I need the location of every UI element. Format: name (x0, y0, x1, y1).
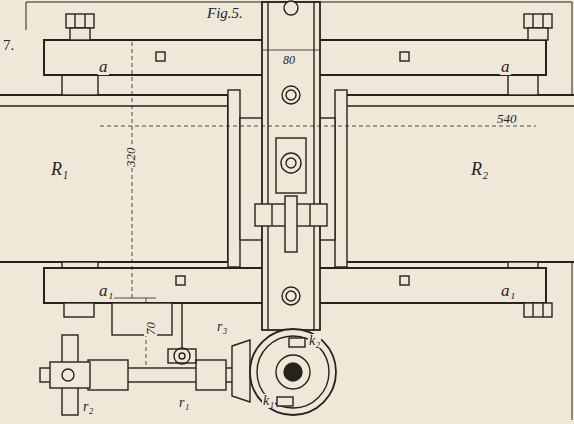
part-label: r₃ (216, 320, 228, 334)
drive-gear (40, 303, 336, 415)
part-label: k₁ (262, 394, 275, 408)
dimension-value: 540 (496, 112, 518, 125)
part-label: a₁ (500, 282, 516, 299)
part-label: r₁ (178, 396, 190, 410)
dimension-value: 320 (124, 147, 137, 169)
part-label: k₂ (308, 334, 321, 348)
dimension-line (100, 42, 536, 366)
part-label: 7. (2, 38, 15, 53)
part-label: R₂ (470, 160, 489, 178)
part-label: a (98, 58, 109, 75)
part-label: R₁ (50, 160, 69, 178)
dimension-value: 80 (282, 54, 296, 66)
bracket (255, 1, 327, 330)
figure-title: Fig.5. (206, 6, 244, 21)
dimension-value: 70 (144, 321, 157, 336)
part-label: a (500, 58, 511, 75)
part-label: r₂ (82, 400, 94, 414)
part-label: a₁ (98, 282, 114, 299)
